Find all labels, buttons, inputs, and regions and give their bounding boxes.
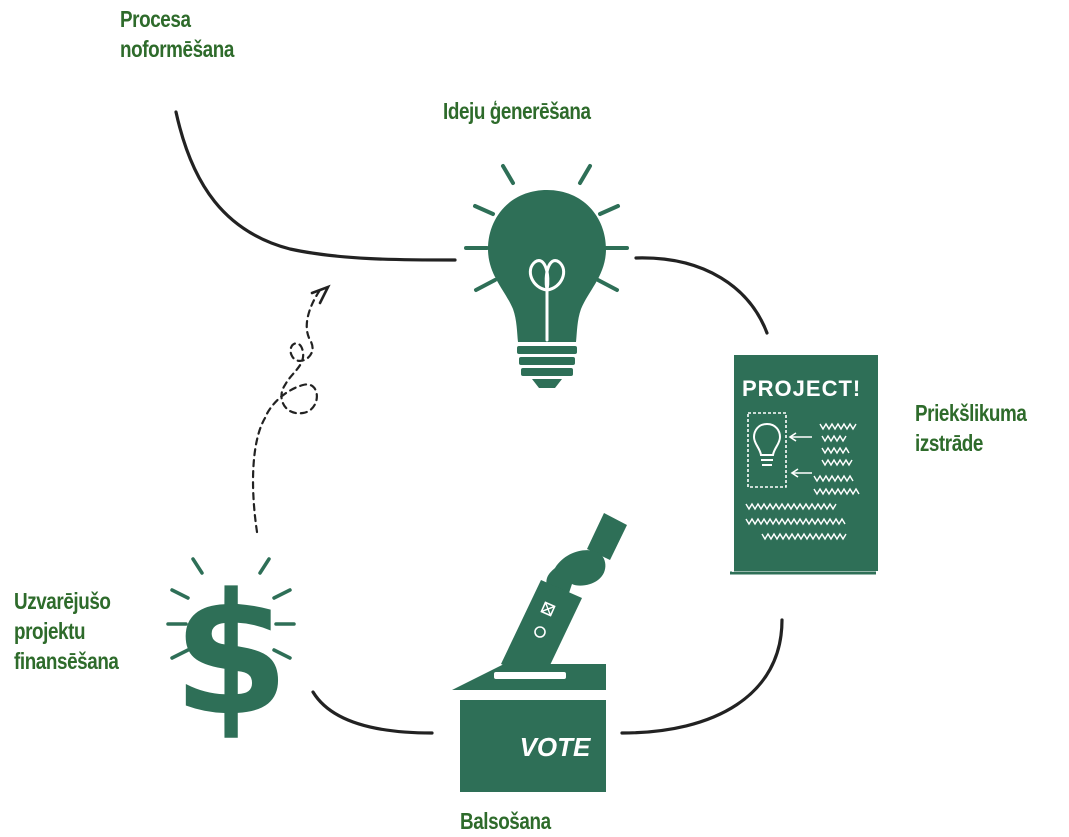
stage-label-line: Priekšlikuma [915, 400, 1027, 426]
lightbulb-rays [464, 164, 629, 292]
document-text-lines [745, 422, 860, 541]
stage-label-line: noformēšana [120, 36, 234, 62]
stage-label-line: Ideju ģenerēšana [443, 98, 591, 124]
dollar-glyph: $ [173, 557, 290, 753]
stage-label-voting: Balsošana [460, 806, 551, 836]
connector-formation-to-ideas [174, 110, 457, 262]
stage-label-winning-project-funding: Uzvarējušo projektu finansēšana [14, 586, 119, 676]
stage-label-line: projektu [14, 618, 86, 644]
lightbulb-glass [488, 190, 606, 342]
stage-label-line: izstrāde [915, 430, 984, 456]
ballot-slot [494, 672, 566, 679]
ballot-paper [501, 580, 582, 682]
ballot-box-icon: VOTE [452, 513, 627, 792]
document-arrows [788, 432, 812, 478]
lightbulb-icon [464, 164, 629, 388]
dashed-return-arrow [251, 284, 331, 534]
document-title: PROJECT! [742, 376, 861, 401]
document-figure-frame [747, 412, 787, 488]
stage-label-line: Uzvarējušo [14, 588, 111, 614]
connector-proposal-to-voting [620, 618, 784, 735]
stage-label-process-formation: Procesa noformēšana [120, 4, 234, 64]
ballot-box-front [460, 700, 606, 792]
stage-label-line: Procesa [120, 6, 191, 32]
stage-label-proposal-development: Priekšlikuma izstrāde [915, 398, 1027, 458]
connector-ideas-to-proposal [634, 256, 769, 335]
stage-label-idea-generation: Ideju ģenerēšana [443, 96, 591, 126]
dollar-rays [166, 557, 296, 660]
stage-label-line: Balsošana [460, 808, 551, 834]
project-document-icon: PROJECT! [730, 355, 878, 575]
connector-voting-to-funding [311, 690, 434, 735]
ballot-box-label: VOTE [520, 732, 591, 762]
dollar-sign-icon: $ [166, 557, 296, 753]
document-mini-bulb-icon [752, 422, 782, 466]
document-page [734, 355, 878, 571]
cycle-connectors [174, 110, 784, 735]
lightbulb-filament [528, 259, 566, 342]
stage-label-line: finansēšana [14, 648, 119, 674]
lightbulb-base [517, 346, 577, 388]
